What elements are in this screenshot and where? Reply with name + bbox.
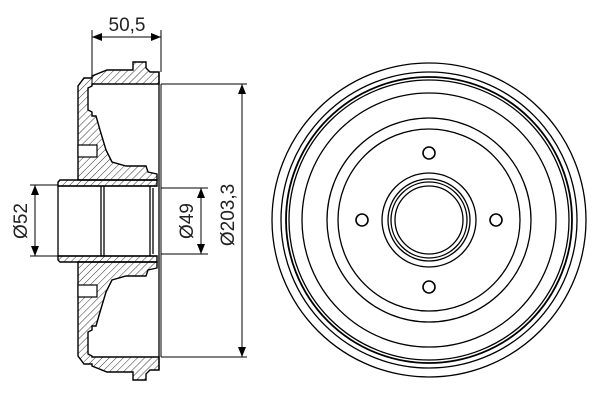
rim-circle-3 [285, 76, 573, 364]
face-outer-circle [326, 117, 532, 323]
face-inner-circle [337, 128, 521, 312]
hub-dia-label: Ø52 [11, 203, 32, 239]
hub-lower-section [57, 255, 158, 263]
bolt-hole-left [355, 213, 369, 227]
width-dimension-label: 50,5 [109, 15, 146, 36]
hub-circle-3 [390, 181, 468, 259]
rim-circle-2 [280, 71, 578, 369]
lower-drum-wall-section [77, 261, 160, 381]
hub-bore-circle [394, 185, 464, 255]
rim-outer-circle [271, 62, 587, 378]
lower-wall-hole [77, 284, 98, 298]
drum-dia-label: Ø203,3 [218, 184, 239, 246]
bolt-hole-bottom [422, 280, 436, 294]
bolt-hole-top [422, 146, 436, 160]
bolt-hole-right [489, 213, 503, 227]
dimensions: 50,5 Ø52 Ø49 Ø203,3 [11, 15, 247, 358]
upper-drum-wall-section [77, 61, 160, 181]
rim-circle-4 [288, 79, 570, 361]
hub-upper-section [57, 179, 158, 187]
front-view [271, 62, 587, 378]
side-section-view [57, 61, 162, 381]
bore-dia-label: Ø49 [177, 203, 198, 239]
rim-inner-circle [301, 92, 557, 348]
hub-circle-2 [387, 178, 471, 262]
hub-outer-circle [381, 172, 477, 268]
upper-wall-hole [77, 144, 98, 158]
